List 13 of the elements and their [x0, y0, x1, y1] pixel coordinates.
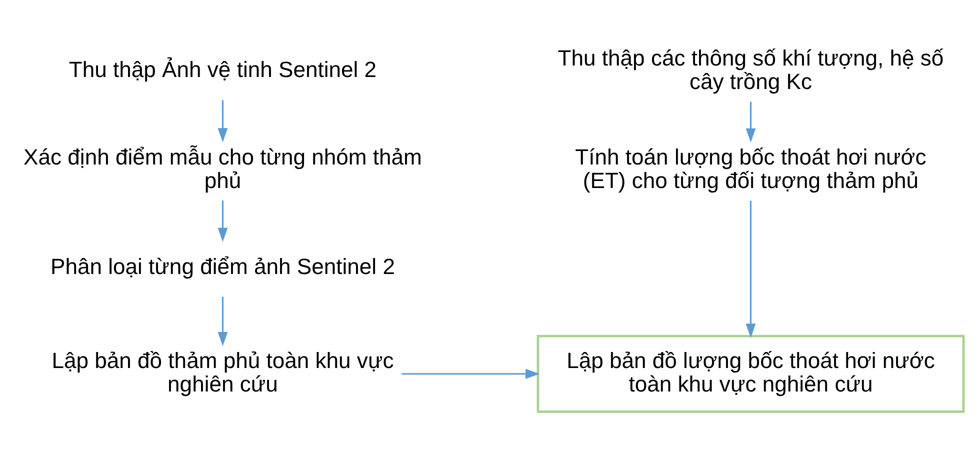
node-text: Thu thập Ảnh vệ tinh Sentinel 2	[68, 57, 377, 82]
node-text: Phân loại từng điểm ảnh Sentinel 2	[50, 254, 395, 280]
arrow	[218, 200, 228, 242]
arrow	[218, 296, 228, 346]
node-text: Tính toán lượng bốc thoát hơi nước (ET) cho từng đối tượng thảm phủ	[575, 144, 926, 194]
arrow	[218, 100, 228, 142]
node-text: Lập bản đồ thảm phủ toàn khu vực nghiên cứu	[52, 348, 394, 397]
arrow	[402, 368, 540, 379]
arrow	[746, 102, 756, 143]
node-box: Lập bản đồ lượng bốc thoát hơi nước toàn khu vực nghiên cứu	[536, 334, 965, 413]
node-text: Thu thập các thông số khí tượng, hệ số cây trồng Kc	[558, 45, 944, 94]
arrow	[746, 200, 756, 338]
node-text: Xác định điểm mẫu cho từng nhóm thảm phủ	[24, 144, 422, 194]
